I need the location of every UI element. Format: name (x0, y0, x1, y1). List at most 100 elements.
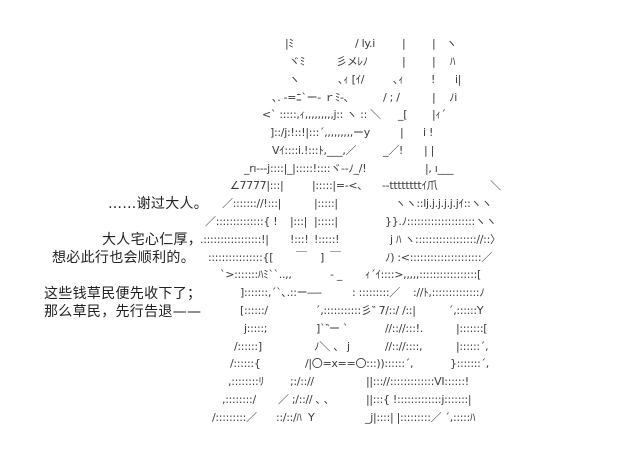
art-segment: ｨ´ｲ::::>,,,,,:::::::::::::::::[ (365, 268, 482, 281)
art-segment: ;:/::// (290, 375, 314, 388)
art-segment: 彡メﾚﾉ (336, 55, 368, 68)
art-segment: |, ı___ (425, 162, 454, 175)
art-segment: ∠7777|:::| (230, 179, 284, 192)
art-segment: ､ｨ [ｲ/ (338, 73, 365, 86)
art-segment: ::/::/ﾊ Y (276, 411, 315, 424)
art-segment: | (432, 91, 436, 104)
art-segment: : :::::::::／ (352, 286, 400, 299)
art-segment: |:::::| (314, 215, 338, 228)
art-line: /::::::] ﾉ＼ 、 j //:://::::, |::::::´, (0, 339, 634, 355)
art-segment: ヽ (289, 73, 300, 86)
art-segment: /::::::] (234, 340, 262, 353)
art-segment: ﾉ＼ 、 j (314, 340, 350, 353)
art-line: _rı---j::::|_|:::::!::::ヾ--ﾉ_/! |, ı___ (0, 161, 634, 177)
art-segment: ﾉi (449, 91, 457, 104)
art-segment: ||:::{ !:::::::::::::j:::::::| (366, 393, 472, 406)
art-segment: / ly.i (355, 37, 375, 50)
art-segment: ::::::::::::::::{[ (208, 251, 274, 264)
art-segment: ､. -=ﾆ`ー- ｒﾐ-､ (272, 91, 349, 104)
art-line: |ﾐ / ly.i | | ヽ (0, 36, 634, 52)
art-segment: --ttttttttｲ爪 (382, 179, 438, 192)
art-line: ヽ ､ｨ [ｲ/ ､ｨ ! i| (0, 72, 634, 88)
art-line: j:::::; ]`‶ー ` //:://:::!. |:::::::[ (0, 321, 634, 337)
art-line: ヾﾐ 彡メﾚﾉ | | ﾊ (0, 54, 634, 70)
art-line: `>:::::::ﾊﾐ``..,, - _ ｨ´ｲ::::>,,,,,:::::… (0, 267, 634, 283)
art-segment: _／! (383, 144, 404, 157)
art-line: ､. -=ﾆ`ー- ｒﾐ-､ / ; / | ﾉi (0, 90, 634, 106)
art-line: [::::::/ ´,:::::::::::彡‶ 7/::/ /::| ´,::… (0, 303, 634, 319)
art-segment: ]`‶ー ` (316, 322, 349, 335)
art-segment: j ﾊ ヽ:::::::::::::::::://::〉 (390, 233, 501, 246)
art-segment: ／::::::::::::::{ ! (205, 215, 278, 228)
art-segment: ]:::::::,´`､.::ー―- (240, 286, 322, 299)
art-segment: |:::::|=-<､ (312, 179, 363, 192)
art-segment: ´,:::::::::::彡‶ 7/::/ /::| (315, 304, 416, 317)
art-segment: .:::::::::::::::::!| (200, 233, 269, 246)
art-line: /::::::{ /|〇=x==〇:::))::::::´, }:::::::´… (0, 356, 634, 372)
art-segment: | | (424, 144, 435, 157)
art-line: ]:::::::,´`､.::ー―- : :::::::::／ ://ﾄ,:::… (0, 285, 634, 301)
art-segment: ,::::::::/ (222, 393, 256, 406)
art-segment: ﾉ) :<:::::::::::::::::::::／ (385, 251, 492, 264)
art-line: <` :::::,ｨ,,,,,,,,,j:: ヽ :: ＼ _[ |ｨ´ (0, 107, 634, 123)
art-segment: ]::/j:!::!|:::´,,,,,,,,,ーy (270, 126, 370, 139)
art-segment: |::::::´, (456, 340, 489, 353)
art-segment: !:::! (290, 233, 309, 246)
art-segment: ヾﾐ (289, 55, 305, 68)
art-segment: //:://:::!. (385, 322, 423, 335)
dialogue-line-take-leave: 那么草民，先行告退—— (44, 304, 202, 320)
art-segment: ||::://:::::::::::::VI::::::! (366, 375, 469, 388)
art-segment: | (432, 55, 436, 68)
art-segment: |ﾐ (285, 37, 294, 50)
art-segment: i| (455, 73, 462, 86)
art-segment: |:::| (290, 215, 308, 228)
art-segment: /:::::::::／ (212, 411, 257, 424)
art-segment: ／::::::://!:::| (222, 197, 282, 210)
art-segment: ヽヽ::lj.j.j.j.j.jｲ::ヽヽ (395, 197, 492, 210)
art-segment: | (402, 37, 406, 50)
art-segment: /::::::{ (230, 357, 261, 370)
art-segment: ﾊ (450, 55, 456, 68)
art-line: Vｲ::::i.!:::ﾄ,___,／ _／! | | (0, 143, 634, 159)
art-line: ,::::::::/ ／ ;/::// ､ ､ ||:::{ !::::::::… (0, 392, 634, 408)
art-segment: <` :::::,ｨ,,,,,,,,,j:: ヽ :: ＼ (262, 108, 381, 121)
art-segment: j:::::; (244, 322, 268, 335)
art-line: ,::::::::ﾘ ;:/::// ||::://:::::::::::::V… (0, 374, 634, 390)
art-segment: |:::::::[ (456, 322, 488, 335)
art-segment: ／ ;/::// ､ ､ (278, 393, 330, 406)
art-segment: |:::::| (314, 197, 338, 210)
art-line: ／::::::::::::::{ ! |:::| |:::::| }}.ﾉ:::… (0, 214, 634, 230)
art-segment: / ; / (383, 91, 400, 104)
art-segment: | (402, 55, 406, 68)
art-line: ∠7777|:::| |:::::|=-<､ --ttttttttｲ爪 ＼ (0, 178, 634, 194)
art-segment: ] (320, 251, 324, 264)
art-segment: ://ﾄ,::::::::::::::ﾉ (413, 286, 485, 299)
dialogue-line-kindhearted: 大人宅心仁厚， (102, 232, 203, 248)
art-segment: //:://::::, (385, 340, 423, 353)
art-segment: }:::::::´, (450, 357, 489, 370)
art-segment: | (432, 37, 436, 50)
art-segment: ! (431, 73, 436, 86)
art-segment: _j|::::| |:::::::::／ ´,:::::ﾊ (365, 411, 476, 424)
art-segment: ￣ (296, 251, 307, 264)
art-segment: |ｨ´ (432, 108, 446, 121)
art-segment: [::::::/ (240, 304, 268, 317)
art-segment: _rı---j::::|_|:::::!::::ヾ--ﾉ_/! (244, 162, 367, 175)
art-segment: Vｲ::::i.!:::ﾄ,___,／ (272, 144, 357, 157)
art-segment: `>:::::::ﾊﾐ``..,, (220, 268, 292, 281)
art-segment: }}.ﾉ::::::::::::::::::::ヽヽ (385, 215, 497, 228)
art-segment: - _ (330, 268, 343, 281)
art-line: ／::::::://!:::| |:::::| ヽヽ::lj.j.j.j.j.j… (0, 196, 634, 212)
art-segment: | (400, 126, 404, 139)
art-segment: !:::::! (314, 233, 340, 246)
art-line: ]::/j:!::!|:::´,,,,,,,,,ーy | i ! (0, 125, 634, 141)
art-segment: ,::::::::ﾘ (228, 375, 264, 388)
art-line: ::::::::::::::::{[ ￣ ] ￣ ﾉ) :<::::::::::… (0, 250, 634, 266)
art-segment: ＼ (490, 179, 501, 192)
art-segment: ´,::::::Y (448, 304, 484, 317)
art-segment: i ! (423, 126, 434, 139)
art-segment: ￣ (330, 251, 341, 264)
art-segment: _[ (398, 108, 408, 121)
dialogue-line-accept-money: 这些钱草民便先收下了； (44, 286, 202, 302)
